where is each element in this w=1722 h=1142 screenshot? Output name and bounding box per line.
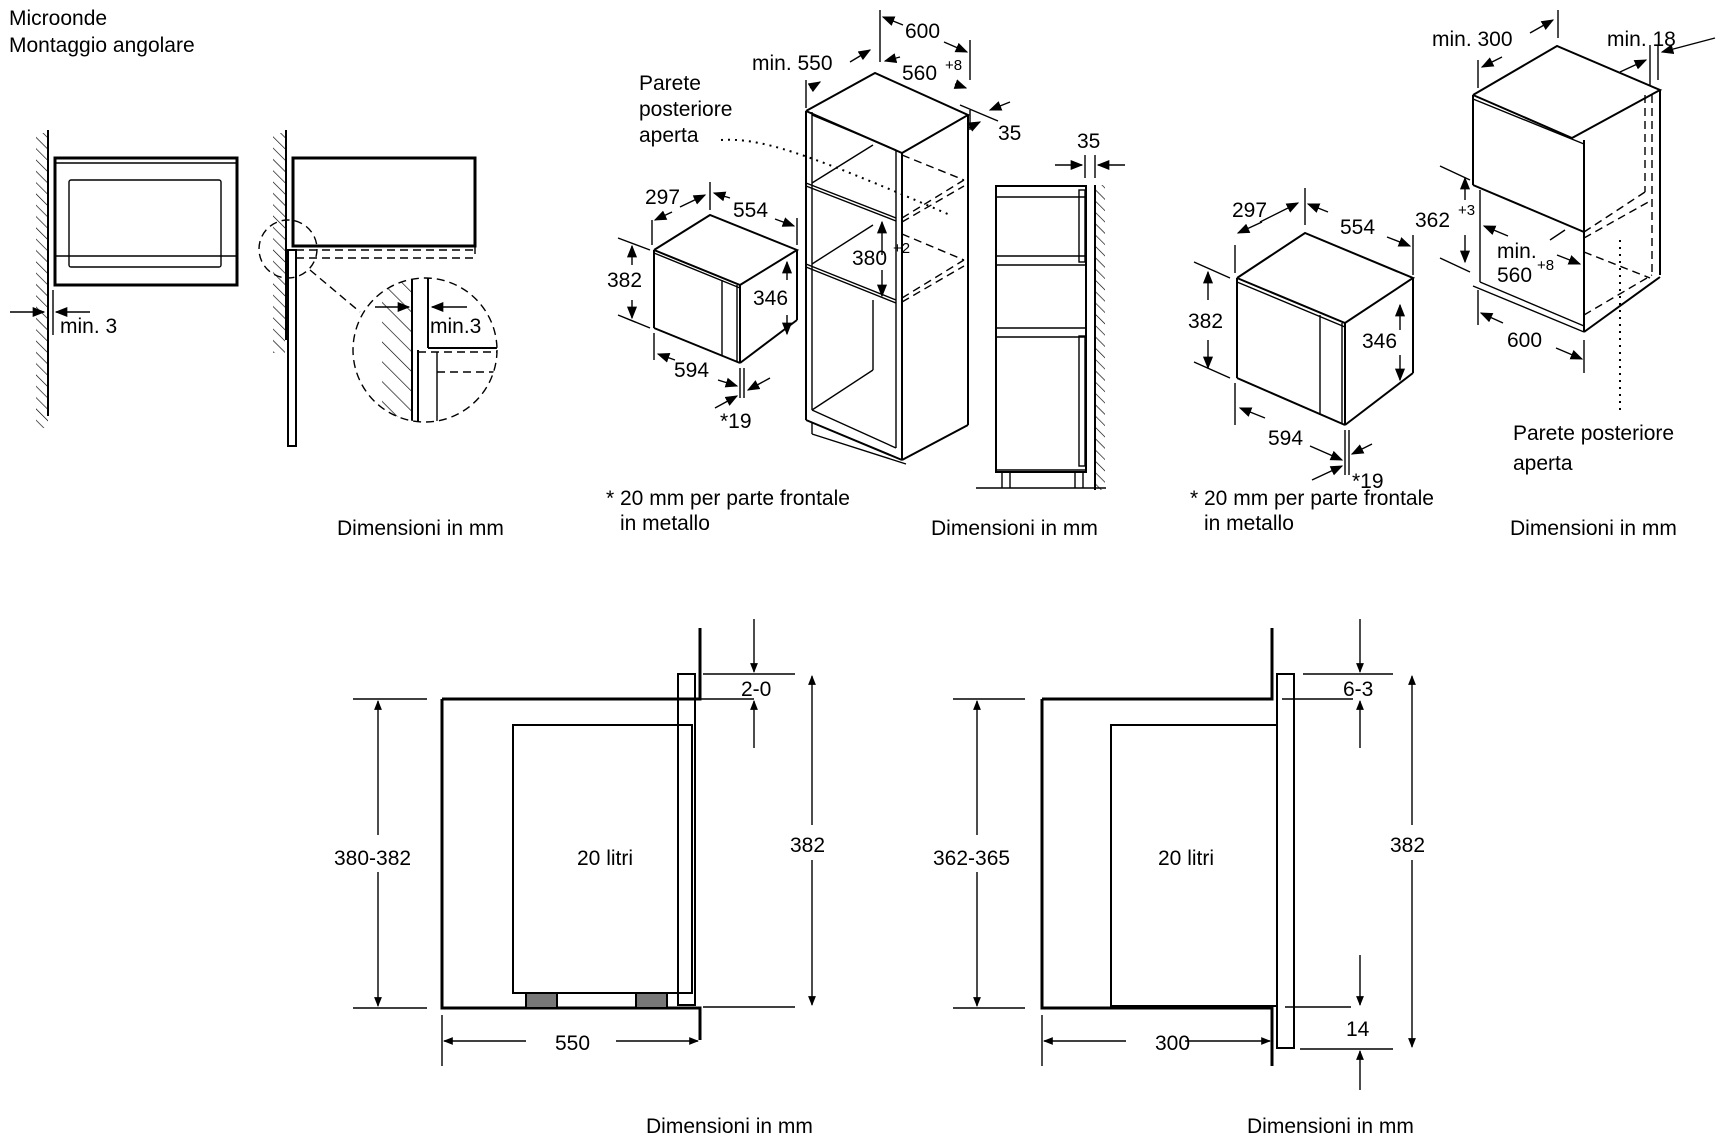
dim-380-tolerance: +2: [893, 240, 910, 257]
open-back-line-2: posteriore: [639, 98, 732, 121]
wall-open-back-line-1: Parete posteriore: [1513, 422, 1674, 445]
section-wall: 362-365 20 litri 6-3 382 14 300: [933, 619, 1425, 1090]
foot-right: [635, 992, 668, 1009]
microwave-side: [291, 156, 477, 248]
wall-oven-dim-382: 382: [1188, 310, 1223, 333]
dim-min550: min. 550: [752, 52, 833, 75]
tall-cabinet-side: 35: [976, 130, 1125, 490]
section-tall: 380-382 20 litri 2-0 382 550: [334, 619, 825, 1066]
caption-section-wall: Dimensioni in mm: [1247, 1115, 1414, 1138]
niche-outline: [440, 699, 702, 1040]
microwave-window: [68, 179, 222, 268]
title-line-1: Microonde: [9, 7, 107, 30]
caption-tall-cabinet: Dimensioni in mm: [931, 517, 1098, 540]
dim-35-iso: 35: [998, 122, 1021, 145]
wall-oven-dim-346: 346: [1362, 330, 1397, 353]
wall-hatch: [36, 133, 48, 428]
section-wall-gap: 6-3: [1343, 678, 1373, 701]
wall-oven-dim-297: 297: [1232, 199, 1267, 222]
section-wall-height: 362-365: [933, 847, 1010, 870]
caption-corner: Dimensioni in mm: [337, 517, 504, 540]
section-wall-bottom-offset: 14: [1346, 1018, 1370, 1041]
tall-footnote-1: * 20 mm per parte frontale: [606, 487, 850, 510]
section-tall-front-height: 382: [790, 834, 825, 857]
oven-dim-19: *19: [720, 410, 752, 433]
dim-min560-line-1: min.: [1497, 240, 1537, 263]
section-tall-volume: 20 litri: [577, 847, 633, 870]
dim-min300: min. 300: [1432, 28, 1513, 51]
dim-600-wall: 600: [1507, 329, 1542, 352]
dim-min560-tolerance: +8: [1537, 257, 1554, 274]
wall-cabinet-iso: min. 300 min. 18 362 +3 min. 560 +8 600 …: [1415, 10, 1716, 475]
dim-min560-line-2: 560: [1497, 264, 1532, 287]
oven-dim-346: 346: [753, 287, 788, 310]
detail-circle-large: [352, 277, 498, 423]
wall-footnote-2: in metallo: [1204, 512, 1294, 535]
caption-section-tall: Dimensioni in mm: [646, 1115, 813, 1138]
oven-front: [677, 673, 696, 1006]
section-tall-height: 380-382: [334, 847, 411, 870]
oven-dim-554: 554: [733, 199, 768, 222]
corner-side-view: min.3: [258, 130, 498, 447]
section-tall-depth: 550: [555, 1032, 590, 1055]
section-wall-volume: 20 litri: [1158, 847, 1214, 870]
dim-380: 380: [852, 247, 887, 270]
dim-560: 560: [902, 62, 937, 85]
oven-dim-297: 297: [645, 186, 680, 209]
open-back-leader: [720, 138, 951, 216]
oven-front: [1276, 673, 1295, 1049]
open-back-line-3: aperta: [639, 124, 699, 147]
cabinet-top: [805, 71, 971, 155]
section-wall-depth: 300: [1155, 1032, 1190, 1055]
wall-open-back-line-2: aperta: [1513, 452, 1573, 475]
tall-oven-iso: 297 554 382 346 594 *19: [607, 182, 800, 433]
wall-oven-dim-554: 554: [1340, 216, 1375, 239]
detail-circle-small: [258, 219, 318, 279]
title-line-2: Montaggio angolare: [9, 34, 195, 57]
dim-min3-a: min. 3: [60, 315, 117, 338]
door-panel: [287, 249, 297, 447]
oven-dim-594: 594: [674, 359, 709, 382]
dim-362: 362: [1415, 209, 1450, 232]
tall-cabinet-iso: min. 550 600 560 +8 35 380 +2 Parete pos…: [639, 10, 1021, 465]
tall-footnote-2: in metallo: [620, 512, 710, 535]
dim-min18: min. 18: [1607, 28, 1676, 51]
dim-560-tolerance: +8: [945, 57, 962, 74]
open-back-line-1: Parete: [639, 72, 701, 95]
section-tall-gap: 2-0: [741, 678, 771, 701]
dim-35-side: 35: [1077, 130, 1100, 153]
caption-wall-cabinet: Dimensioni in mm: [1510, 517, 1677, 540]
section-wall-front-height: 382: [1390, 834, 1425, 857]
wall-oven-dim-19: *19: [1352, 470, 1384, 493]
oven-dim-382: 382: [607, 269, 642, 292]
wall-oven-iso: 297 554 382 346 594 *19: [1188, 188, 1416, 493]
wall-footnote-1: * 20 mm per parte frontale: [1190, 487, 1434, 510]
wall-oven-dim-594: 594: [1268, 427, 1303, 450]
dim-600: 600: [905, 20, 940, 43]
corner-front-view: min. 3: [10, 130, 239, 428]
foot-left: [525, 992, 558, 1009]
wall-hatch: [273, 133, 285, 353]
dim-362-tolerance: +3: [1458, 202, 1475, 219]
dim-min3-b: min.3: [430, 315, 481, 338]
microwave-front: [53, 156, 239, 287]
oven-body: [512, 724, 693, 994]
niche-outline: [1040, 699, 1274, 1066]
